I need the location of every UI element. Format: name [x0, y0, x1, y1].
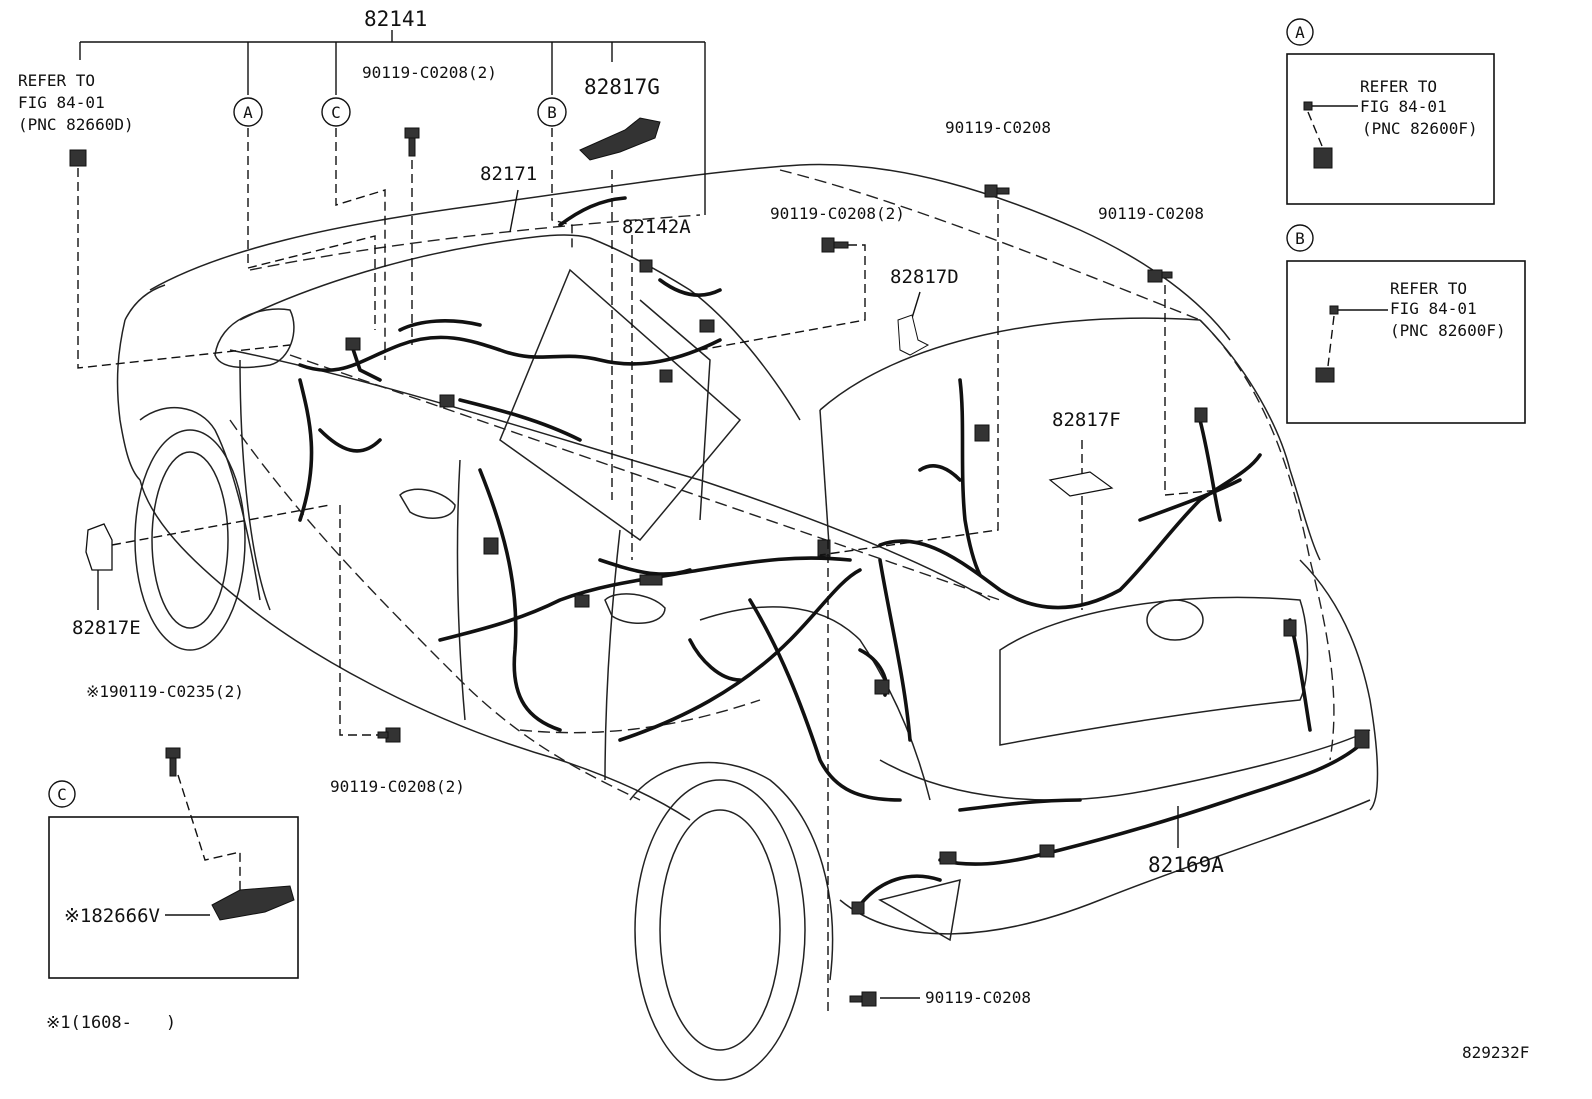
label-bolt-floor: 90119-C0208(2) — [330, 777, 465, 796]
svg-text:(PNC 82600F): (PNC 82600F) — [1362, 119, 1478, 138]
connector-82660d-icon — [69, 149, 87, 167]
connector-82600f-a-icon — [1313, 147, 1333, 169]
bolt-bottom-icon — [849, 991, 877, 1007]
svg-text:A: A — [243, 103, 253, 122]
leader-lines — [77, 30, 1221, 1012]
footnote: ※1(1608- ) — [46, 1013, 176, 1033]
label-bolt-bottom: 90119-C0208 — [925, 988, 1031, 1007]
label-bolt-roof: 90119-C0208 — [945, 118, 1051, 137]
svg-text:FIG 84-01: FIG 84-01 — [1360, 97, 1447, 116]
pad-82817f-icon — [1048, 471, 1114, 497]
label-82169a: 82169A — [1148, 853, 1224, 877]
part-labels: 82141 REFER TO FIG 84-01 (PNC 82660D) 90… — [18, 7, 1529, 1062]
svg-text:B: B — [1295, 229, 1305, 248]
label-bolt-c-ref: ※190119-C0235(2) — [86, 682, 244, 701]
inset-b: B REFER TO FIG 84-01 (PNC 82600F) — [1286, 224, 1526, 424]
vehicle-body-outline — [116, 163, 1379, 1081]
module-82666v-icon — [211, 885, 295, 921]
label-refer-main-3: (PNC 82660D) — [18, 115, 134, 134]
label-82666v: ※182666V — [64, 905, 160, 927]
inset-c: C ※182666V — [48, 747, 299, 979]
label-82171: 82171 — [480, 163, 537, 185]
svg-text:C: C — [331, 103, 341, 122]
callout-c: C — [321, 97, 351, 127]
svg-text:C: C — [57, 785, 67, 804]
bolt-top-icon — [404, 127, 420, 157]
inset-a: A REFER TO FIG 84-01 (PNC 82600F) — [1286, 18, 1495, 205]
bracket-82817d-icon — [897, 314, 930, 356]
callout-b: B — [537, 97, 567, 127]
bracket-82817e-icon — [85, 523, 113, 571]
diagram-id: 829232F — [1462, 1043, 1529, 1062]
label-82817g: 82817G — [584, 75, 660, 99]
label-refer-main-2: FIG 84-01 — [18, 93, 105, 112]
svg-text:REFER TO: REFER TO — [1390, 279, 1467, 298]
bracket-82817g-icon — [579, 117, 661, 161]
connector-82600f-b-icon — [1315, 367, 1335, 383]
label-bolt-top: 90119-C0208(2) — [362, 63, 497, 82]
bolt-roof-icon — [984, 184, 1010, 198]
wire-harness — [298, 259, 1370, 915]
label-82817f: 82817F — [1052, 409, 1121, 431]
parts — [69, 117, 1173, 1007]
bolt-mid-icon — [821, 237, 849, 253]
bolt-c-icon — [165, 747, 181, 777]
bolt-floor-icon — [377, 727, 401, 743]
label-bolt-mid: 90119-C0208(2) — [770, 204, 905, 223]
label-82142a: 82142A — [622, 216, 691, 238]
svg-text:B: B — [547, 103, 557, 122]
label-refer-main-1: REFER TO — [18, 71, 95, 90]
callout-a: A — [233, 97, 263, 127]
svg-text:(PNC 82600F): (PNC 82600F) — [1390, 321, 1506, 340]
label-82817e: 82817E — [72, 617, 141, 639]
svg-text:FIG 84-01: FIG 84-01 — [1390, 299, 1477, 318]
svg-text:REFER TO: REFER TO — [1360, 77, 1437, 96]
label-82141: 82141 — [364, 7, 427, 31]
svg-text:A: A — [1295, 23, 1305, 42]
bolt-rear-icon — [1147, 269, 1173, 283]
label-bolt-rear: 90119-C0208 — [1098, 204, 1204, 223]
label-82817d: 82817D — [890, 266, 959, 288]
